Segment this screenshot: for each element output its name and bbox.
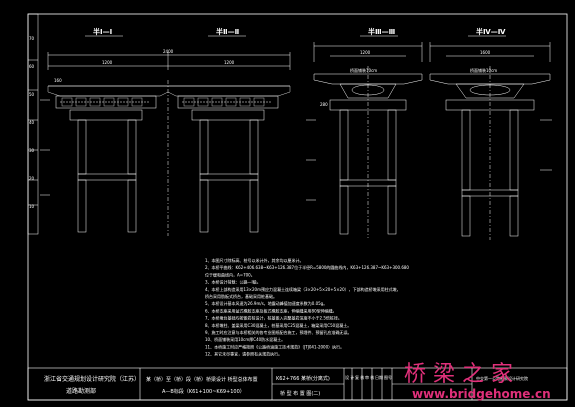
title-block: [27, 367, 568, 401]
left-strip-labels: 70 60 50 40 30 20 10: [29, 36, 35, 209]
pier3-pavement-note: 桥面铺装10cm: [350, 67, 377, 73]
strip-label: 70: [29, 36, 35, 41]
title-company: 浙江省交通规划设计研究院（江苏）: [44, 375, 140, 383]
title-project: 某（桥）至（桥）段（桥）桥梁设计 桥型总体布置: [146, 376, 258, 383]
title-project-sub: A—B标段（K61+100~K69+100）: [162, 388, 245, 395]
pier-section-4-drawing: [429, 42, 552, 240]
watermark-cn: 桥 梁 之 家: [404, 362, 513, 387]
title-sheet-label: 图号: [384, 374, 392, 380]
pier4-pavement-note: 桥面铺装10cm: [470, 67, 497, 73]
dim-left-small: 160: [54, 78, 62, 83]
pier4-width: 1600: [480, 50, 491, 55]
title-bridge: K62+766 某桥(分离式): [276, 375, 330, 382]
title-review-label: 审 核: [365, 374, 374, 380]
note-line: 1、本图尺寸除标高、桩号以米计外，其余均以厘米计。: [205, 257, 304, 263]
note-line: 位于缓和曲线内，A=700。: [205, 271, 255, 277]
left-binding-strip: [27, 13, 39, 235]
strip-label: 40: [29, 120, 35, 125]
note-line: 4、本桥上部构造采用13×20m预应力混凝土连续箱梁（3×20+5×20+5×2…: [205, 286, 401, 292]
note-line: 10、桥面铺装采用10cm厚C40防水混凝土。: [205, 336, 285, 342]
note-line: 桥台采用肋板式桥台，基础采用桩基础。: [205, 293, 277, 299]
title-design-label: 设 计: [345, 374, 354, 380]
title-drawing-name: 桥 型 布 置 图(二): [280, 390, 320, 397]
strip-label: 50: [29, 92, 35, 97]
pier3-width: 1200: [360, 50, 371, 55]
pier-section-3-drawing: [306, 42, 423, 238]
note-line: 6、本桥支座采用盆式橡胶支座及板式橡胶支座，伸缩缝采用80型伸缩缝。: [205, 307, 337, 313]
title-check-label: 复 核: [355, 374, 364, 380]
section-title-2: 半Ⅱ—Ⅱ: [216, 27, 239, 36]
note-line: 3、本桥设计荷载：公路—Ⅰ级。: [205, 279, 261, 285]
strip-label: 30: [29, 148, 35, 153]
note-line: 7、本桥墩台基础均按嵌岩桩设计，桩基嵌入完整基岩深度不小于2.5倍桩径。: [205, 315, 342, 321]
section-title-3: 半Ⅲ—Ⅲ: [368, 27, 395, 36]
note-line: 12、其它未尽事宜，请参照有关规范执行。: [205, 351, 282, 357]
left-elevation-drawing: [40, 52, 291, 236]
strip-label: 60: [29, 64, 35, 69]
note-line: 8、本桥墩柱、盖梁采用C30混凝土，桩基采用C25混凝土，箱梁采用C50混凝土。: [205, 322, 351, 328]
title-date-label: 日期: [375, 374, 383, 380]
strip-label: 20: [29, 176, 35, 181]
strip-label: 10: [29, 204, 35, 209]
note-line: 9、施工时应注意与本桥相关的各专业图纸配合施工，预埋件、预留孔应准确无误。: [205, 329, 352, 335]
dim-left-half-1: 1200: [102, 60, 113, 65]
section-title-4: 半Ⅳ—Ⅳ: [476, 27, 506, 36]
note-line: 11、本桥施工时应严格按照《公路桥涵施工技术规范》（JTJ041-2000）执行…: [205, 343, 344, 349]
title-company-sub: 道路勘测部: [66, 387, 96, 395]
dim-left-overall: 2400: [163, 49, 174, 54]
note-line: 5、本桥设计基本风速为26.9m/s，地震动峰值加速度系数为0.05g。: [205, 300, 327, 306]
section-title-1: 半Ⅰ—Ⅰ: [93, 27, 112, 36]
title-company-right: 中交第一公路勘察设计研究院: [476, 375, 528, 381]
watermark-url: www.bridgehome.cn: [412, 387, 551, 401]
dim-left-half-2: 1200: [224, 60, 235, 65]
note-line: 2、本桥平曲线：K62+406.638~K63+126.387位于半径R=580…: [205, 264, 409, 270]
design-notes: 1、本图尺寸除标高、桩号以米计外，其余均以厘米计。2、本桥平曲线：K62+406…: [205, 257, 409, 357]
pier3-col-width: 280: [320, 102, 328, 107]
